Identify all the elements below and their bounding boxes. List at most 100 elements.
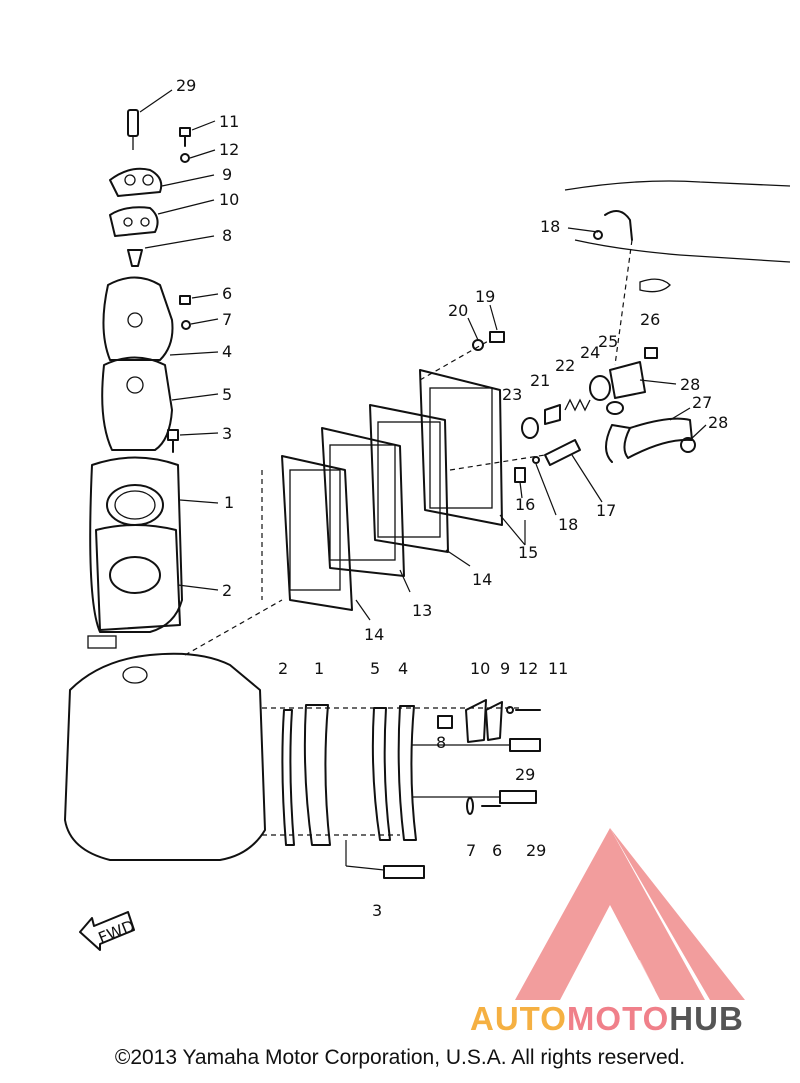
hose-top (604, 210, 633, 241)
callout-7-top: 7 (222, 310, 232, 329)
bolt-11-top (179, 127, 191, 147)
callout-14-right: 14 (472, 570, 492, 589)
bolt-3-left (167, 429, 179, 453)
fwd-arrow (79, 911, 135, 951)
callout-6-top: 6 (222, 284, 232, 303)
head-gasket-2 (95, 524, 181, 631)
reed-plate-14-front (281, 455, 353, 611)
callout-19: 19 (475, 287, 495, 306)
fwd-label: FWD (96, 916, 138, 948)
washer-20 (472, 339, 484, 351)
fitting-8-top (127, 249, 143, 267)
callout-11-right: 11 (548, 659, 568, 678)
callout-29-top: 29 (176, 76, 196, 95)
washer-12-right (506, 706, 514, 714)
callout-8-top: 8 (222, 226, 232, 245)
callout-22: 22 (555, 356, 575, 375)
watermark-hub: HUB (669, 1000, 744, 1037)
callout-12-top: 12 (219, 140, 239, 159)
gasket-10-right (465, 699, 487, 743)
spark-plug-right-lower (412, 790, 537, 804)
callout-27: 27 (692, 393, 712, 412)
outer-cover (419, 369, 503, 526)
engine-top-outline (564, 180, 791, 293)
gasket-5 (101, 356, 173, 451)
spark-plug-top (127, 109, 139, 150)
callout-7-right: 7 (466, 841, 476, 860)
cover-13 (321, 427, 405, 577)
callout-15: 15 (518, 543, 538, 562)
callout-29-lower-right: 29 (526, 841, 546, 860)
callout-6-right: 6 (492, 841, 502, 860)
automotohub-logo (515, 828, 745, 1000)
spark-plug-right-upper (412, 738, 541, 752)
callout-2-left: 2 (222, 581, 232, 600)
spring-22 (564, 398, 591, 412)
clip-18a (593, 230, 603, 240)
bolt-26 (644, 347, 658, 359)
washer-12-top (180, 153, 190, 163)
thermostat-cover-25 (609, 361, 646, 399)
callout-25: 25 (598, 332, 618, 351)
callout-16: 16 (515, 495, 535, 514)
callout-20: 20 (448, 301, 468, 320)
clamp-28b (680, 437, 696, 453)
callout-14-left: 14 (364, 625, 384, 644)
callout-3-left: 3 (222, 424, 232, 443)
head-1-right (303, 704, 331, 846)
clamp-28a (606, 401, 624, 415)
callout-24: 24 (580, 343, 600, 362)
callout-1-left: 1 (224, 493, 234, 512)
callout-9-top: 9 (222, 165, 232, 184)
head-cover-4 (102, 276, 174, 361)
cylinder-head-1 (89, 456, 183, 633)
callout-1-right: 1 (314, 659, 324, 678)
callout-21: 21 (530, 371, 550, 390)
gasket-10-top (109, 206, 159, 237)
callout-2-right: 2 (278, 659, 288, 678)
cylinder-block (64, 635, 266, 861)
bolt-3-right (383, 865, 425, 879)
cover-4-right (397, 705, 417, 841)
watermark-text: AUTOMOTOHUB (470, 1000, 744, 1038)
valve-21 (544, 404, 561, 425)
callout-8-right: 8 (436, 733, 446, 752)
callout-10-top: 10 (219, 190, 239, 209)
clip-18b (532, 456, 540, 464)
callout-18-top: 18 (540, 217, 560, 236)
watermark-moto: MOTO (566, 1000, 670, 1037)
callout-4-right: 4 (398, 659, 408, 678)
fitting-8-right (437, 715, 453, 729)
pipe-17 (544, 439, 581, 466)
callout-29-upper-right: 29 (515, 765, 535, 784)
washer-7-top (181, 320, 191, 330)
watermark-auto: AUTO (470, 1000, 567, 1037)
gasket-14-rear (369, 404, 449, 553)
callout-18-lower: 18 (558, 515, 578, 534)
callout-17: 17 (596, 501, 616, 520)
callout-23: 23 (502, 385, 522, 404)
callout-4-left: 4 (222, 342, 232, 361)
gasket-24 (589, 375, 611, 401)
washer-7-right (466, 797, 474, 815)
pin-16 (514, 467, 526, 483)
bolt-19 (489, 331, 505, 343)
gasket-5-right (371, 707, 391, 841)
callout-5-right: 5 (370, 659, 380, 678)
callout-10-right: 10 (470, 659, 490, 678)
callout-12-right: 12 (518, 659, 538, 678)
callout-26: 26 (640, 310, 660, 329)
callout-9-right: 9 (500, 659, 510, 678)
callout-11-top: 11 (219, 112, 239, 131)
cover-9-right (485, 701, 503, 741)
callout-5-left: 5 (222, 385, 232, 404)
bolt-6-top (179, 295, 191, 305)
copyright-notice: ©2013 Yamaha Motor Corporation, U.S.A. A… (114, 1046, 686, 1069)
callout-13: 13 (412, 601, 432, 620)
gasket-2-right (281, 709, 295, 846)
hose-27 (605, 417, 693, 463)
fitting-23 (521, 417, 539, 439)
cover-9-top (109, 167, 163, 197)
callout-28-upper: 28 (680, 375, 700, 394)
